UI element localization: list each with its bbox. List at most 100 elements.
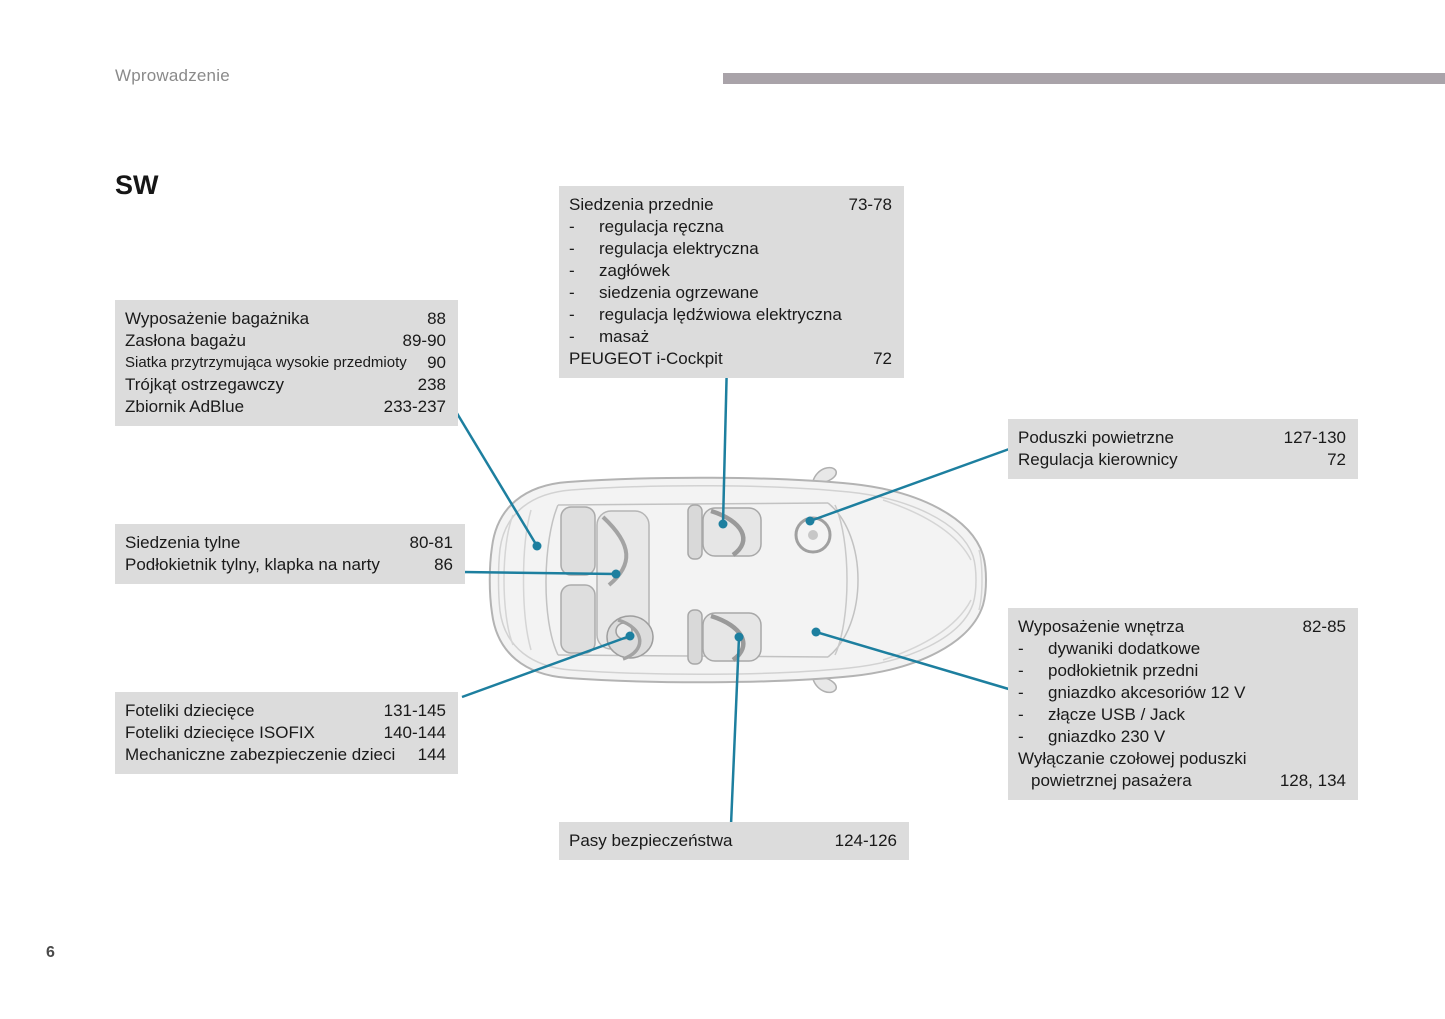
feature-label: Podłokietnik tylny, klapka na narty [125, 555, 380, 574]
feature-row: - siedzenia ogrzewane [569, 282, 892, 304]
feature-row: - regulacja ręczna [569, 216, 892, 238]
bullet: - [569, 239, 575, 258]
rear-seatback-top [560, 506, 596, 576]
feature-label: zagłówek [599, 261, 670, 280]
feature-label: Siedzenia tylne [125, 533, 241, 552]
feature-row: - regulacja elektryczna [569, 238, 892, 260]
feature-row: PEUGEOT i-Cockpit 72 [569, 348, 892, 370]
bullet: - [569, 217, 575, 236]
feature-row: Zbiornik AdBlue 233-237 [125, 396, 446, 418]
feature-label: Wyposażenie wnętrza [1018, 617, 1185, 636]
feature-row: - złącze USB / Jack [1018, 704, 1346, 726]
feature-row: - masaż [569, 326, 892, 348]
feature-row: Wyposażenie wnętrza 82-85 [1018, 616, 1346, 638]
bullet: - [1018, 683, 1024, 702]
page-reference: 238 [417, 375, 446, 394]
feature-row: Mechaniczne zabezpieczenie dzieci 144 [125, 744, 446, 766]
feature-label: złącze USB / Jack [1048, 705, 1185, 724]
page-reference: 124-126 [834, 831, 897, 850]
feature-label: Foteliki dziecięce ISOFIX [125, 723, 315, 742]
page-reference: 90 [427, 353, 446, 372]
page-reference: 127-130 [1283, 428, 1346, 447]
page-title: SW [115, 170, 159, 200]
header-divider-bar [723, 73, 1445, 84]
feature-label: Siatka przytrzymująca wysokie przedmioty [125, 354, 407, 371]
feature-label: Regulacja kierownicy [1018, 450, 1178, 469]
feature-row: - gniazdko 230 V [1018, 726, 1346, 748]
callout-box-seatbelts: Pasy bezpieczeństwa 124-126 [559, 822, 909, 860]
page-reference: 73-78 [848, 195, 892, 214]
front-seat-cushion-top [702, 507, 762, 557]
feature-label: Pasy bezpieczeństwa [569, 831, 733, 850]
feature-label: PEUGEOT i-Cockpit [569, 349, 723, 368]
bullet: - [1018, 727, 1024, 746]
page-reference: 82-85 [1302, 617, 1346, 636]
car-top-view-illustration [488, 466, 987, 694]
feature-row: Siedzenia przednie 73-78 [569, 194, 892, 216]
bullet: - [569, 305, 575, 324]
feature-label: siedzenia ogrzewane [599, 283, 759, 302]
bullet: - [1018, 661, 1024, 680]
feature-label: Zasłona bagażu [125, 331, 246, 350]
bullet: - [569, 283, 575, 302]
feature-row: - zagłówek [569, 260, 892, 282]
feature-label: regulacja elektryczna [599, 239, 759, 258]
feature-row: - gniazdko akcesoriów 12 V [1018, 682, 1346, 704]
feature-label: gniazdko 230 V [1048, 727, 1166, 746]
feature-label: masaż [599, 327, 650, 346]
feature-row: Zasłona bagażu 89-90 [125, 330, 446, 352]
feature-label: Foteliki dziecięce [125, 701, 255, 720]
feature-label: Mechaniczne zabezpieczenie dzieci [125, 745, 396, 764]
callout-box-interior: Wyposażenie wnętrza 82-85 - dywaniki dodatk… [1008, 608, 1358, 800]
page-number: 6 [46, 944, 55, 961]
feature-label: dywaniki dodatkowe [1048, 639, 1201, 658]
bullet: - [1018, 705, 1024, 724]
front-seat-cushion-bottom [702, 612, 762, 662]
feature-label: regulacja lędźwiowa elektryczna [599, 305, 842, 324]
feature-label: regulacja ręczna [599, 217, 724, 236]
feature-label: gniazdko akcesoriów 12 V [1048, 683, 1246, 702]
feature-label: Trójkąt ostrzegawczy [125, 375, 285, 394]
feature-label: podłokietnik przedni [1048, 661, 1199, 680]
feature-label: Siedzenia przednie [569, 195, 714, 214]
feature-row: - podłokietnik przedni [1018, 660, 1346, 682]
page-reference: 128, 134 [1279, 771, 1346, 790]
chapter-header: Wprowadzenie [115, 66, 230, 85]
feature-row: Podłokietnik tylny, klapka na narty 86 [125, 554, 453, 576]
front-seatbelt-top [710, 508, 746, 557]
bullet: - [569, 327, 575, 346]
feature-row: Regulacja kierownicy 72 [1018, 449, 1346, 471]
page-reference: 89-90 [402, 331, 446, 350]
page-reference: 72 [873, 349, 892, 368]
bullet: - [569, 261, 575, 280]
callout-box-front-seats: Siedzenia przednie 73-78 - regulacja ręczna… [559, 186, 904, 378]
feature-row: Foteliki dziecięce ISOFIX 140-144 [125, 722, 446, 744]
page-reference: 131-145 [383, 701, 446, 720]
page-reference: 144 [417, 745, 446, 764]
page-reference: 86 [434, 555, 453, 574]
feature-row: - dywaniki dodatkowe [1018, 638, 1346, 660]
page-reference: 80-81 [409, 533, 453, 552]
rear-seatbelt-line [601, 515, 629, 587]
feature-row: Siedzenia tylne 80-81 [125, 532, 453, 554]
feature-row: Trójkąt ostrzegawczy 238 [125, 374, 446, 396]
feature-row: Siatka przytrzymująca wysokie przedmioty… [125, 352, 446, 374]
front-seatback-top [687, 504, 703, 560]
feature-label: Zbiornik AdBlue [125, 397, 245, 416]
page-reference: 72 [1327, 450, 1346, 469]
feature-row: Pasy bezpieczeństwa 124-126 [569, 830, 897, 852]
bullet: - [1018, 639, 1024, 658]
page-reference: 140-144 [383, 723, 446, 742]
feature-row: Foteliki dziecięce 131-145 [125, 700, 446, 722]
page-reference: 233-237 [383, 397, 446, 416]
feature-label: Wyłączanie czołowej poduszki powietrznej… [1018, 749, 1247, 790]
steering-wheel-hub [808, 530, 818, 540]
front-seatback-bottom [687, 609, 703, 665]
feature-row: Wyłączanie czołowej poduszki powietrznej… [1018, 748, 1346, 792]
